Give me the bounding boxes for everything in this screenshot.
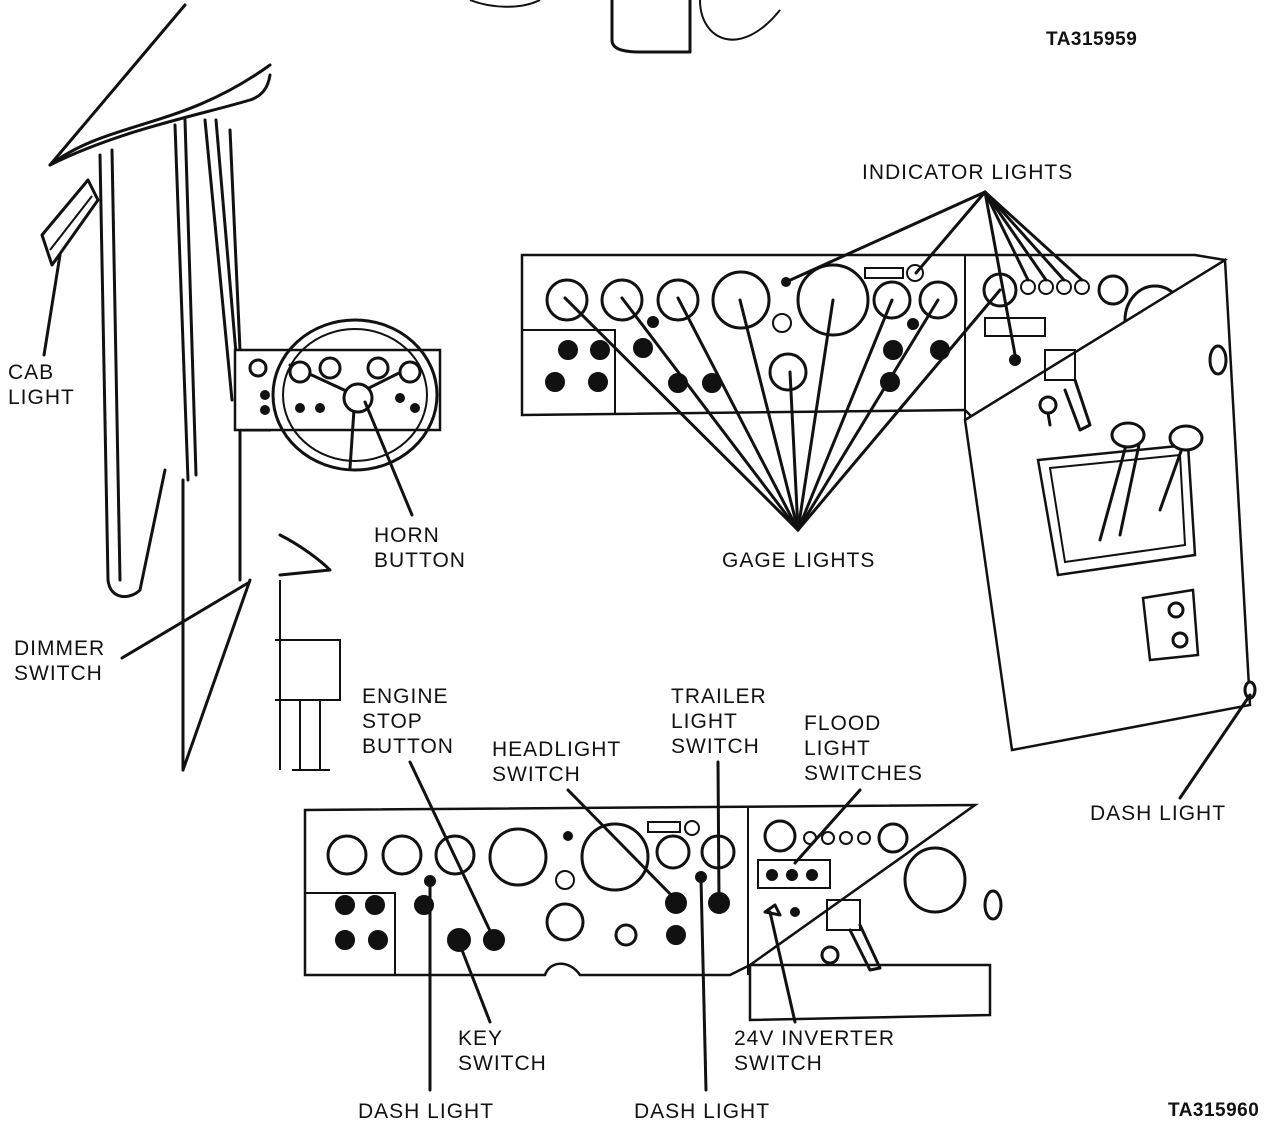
label-key-switch: KEY SWITCH xyxy=(458,1027,547,1075)
label-dimmer-switch: DIMMER SWITCH xyxy=(14,637,106,685)
label-flood-light-switches: FLOOD LIGHT SWITCHES xyxy=(804,712,923,785)
leader-lines xyxy=(42,190,1252,1092)
figure-code-bottom: TA315960 xyxy=(1168,1100,1260,1121)
label-headlight-switch: HEADLIGHT SWITCH xyxy=(492,738,622,786)
top-edge-fragment xyxy=(469,0,781,54)
label-cab-light: CAB LIGHT xyxy=(8,361,75,409)
label-indicator-lights: INDICATOR LIGHTS xyxy=(862,161,1074,184)
label-dash-light-middle: DASH LIGHT xyxy=(634,1100,771,1123)
label-trailer-light-switch: TRAILER LIGHT SWITCH xyxy=(671,685,767,758)
side-console xyxy=(963,257,1257,752)
label-gage-lights: GAGE LIGHTS xyxy=(722,549,876,572)
steering-wheel xyxy=(233,318,442,472)
cab-light-fixture xyxy=(40,178,100,267)
figure-code-top: TA315959 xyxy=(1046,29,1138,50)
label-engine-stop-button: ENGINE STOP BUTTON xyxy=(362,685,454,758)
label-dash-light-left: DASH LIGHT xyxy=(358,1100,495,1123)
label-horn-button: HORN BUTTON xyxy=(374,524,466,572)
label-dash-light-right: DASH LIGHT xyxy=(1090,802,1227,825)
label-24v-inverter-switch: 24V INVERTER SWITCH xyxy=(734,1027,895,1075)
lower-dash-panel xyxy=(303,803,1003,1022)
